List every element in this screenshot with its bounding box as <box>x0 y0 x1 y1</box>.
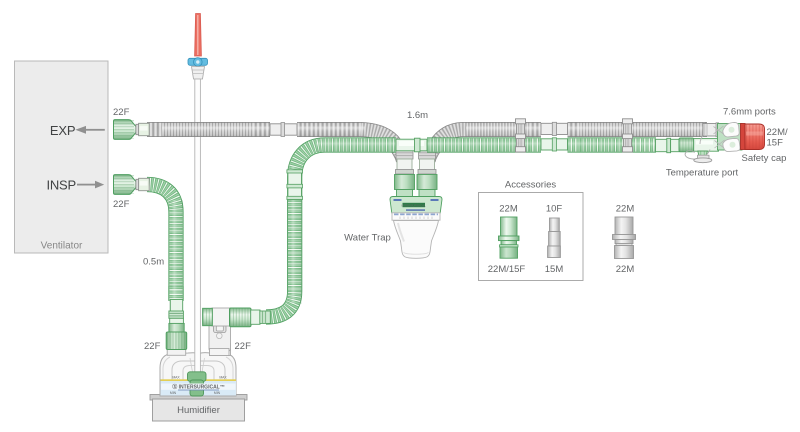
svg-text:MAX: MAX <box>172 375 180 379</box>
svg-text:EXP: EXP <box>50 123 75 138</box>
svg-text:22F: 22F <box>113 107 130 118</box>
svg-text:Ⓢ INTERSURGICAL™: Ⓢ INTERSURGICAL™ <box>172 384 225 391</box>
svg-text:0.5m: 0.5m <box>143 257 164 268</box>
svg-text:Safety cap: Safety cap <box>742 153 787 164</box>
svg-text:MIN: MIN <box>170 391 177 395</box>
svg-text:15F: 15F <box>767 137 784 148</box>
svg-text:22F: 22F <box>113 199 130 210</box>
svg-text:22M: 22M <box>616 264 635 275</box>
svg-text:22M/15F: 22M/15F <box>488 264 526 275</box>
svg-text:10F: 10F <box>546 203 563 214</box>
svg-text:7.6mm ports: 7.6mm ports <box>723 106 776 117</box>
svg-text:INSP: INSP <box>46 177 76 192</box>
svg-text:Ventilator: Ventilator <box>41 241 83 252</box>
svg-text:15M: 15M <box>545 264 564 275</box>
svg-text:MAX: MAX <box>219 375 227 379</box>
svg-text:22F: 22F <box>144 341 161 352</box>
svg-text:Accessories: Accessories <box>505 180 556 191</box>
svg-text:Humidifier: Humidifier <box>177 405 220 416</box>
svg-text:22F: 22F <box>235 341 252 352</box>
svg-text:Water Trap: Water Trap <box>344 233 391 244</box>
svg-text:INTERSURGICAL: INTERSURGICAL <box>402 203 427 207</box>
svg-text:Temperature port: Temperature port <box>666 168 739 179</box>
svg-text:22M/: 22M/ <box>767 127 788 138</box>
svg-text:1.6m: 1.6m <box>407 110 428 121</box>
svg-text:22M: 22M <box>616 203 635 214</box>
svg-text:22M: 22M <box>499 203 518 214</box>
svg-text:MIN: MIN <box>214 391 221 395</box>
